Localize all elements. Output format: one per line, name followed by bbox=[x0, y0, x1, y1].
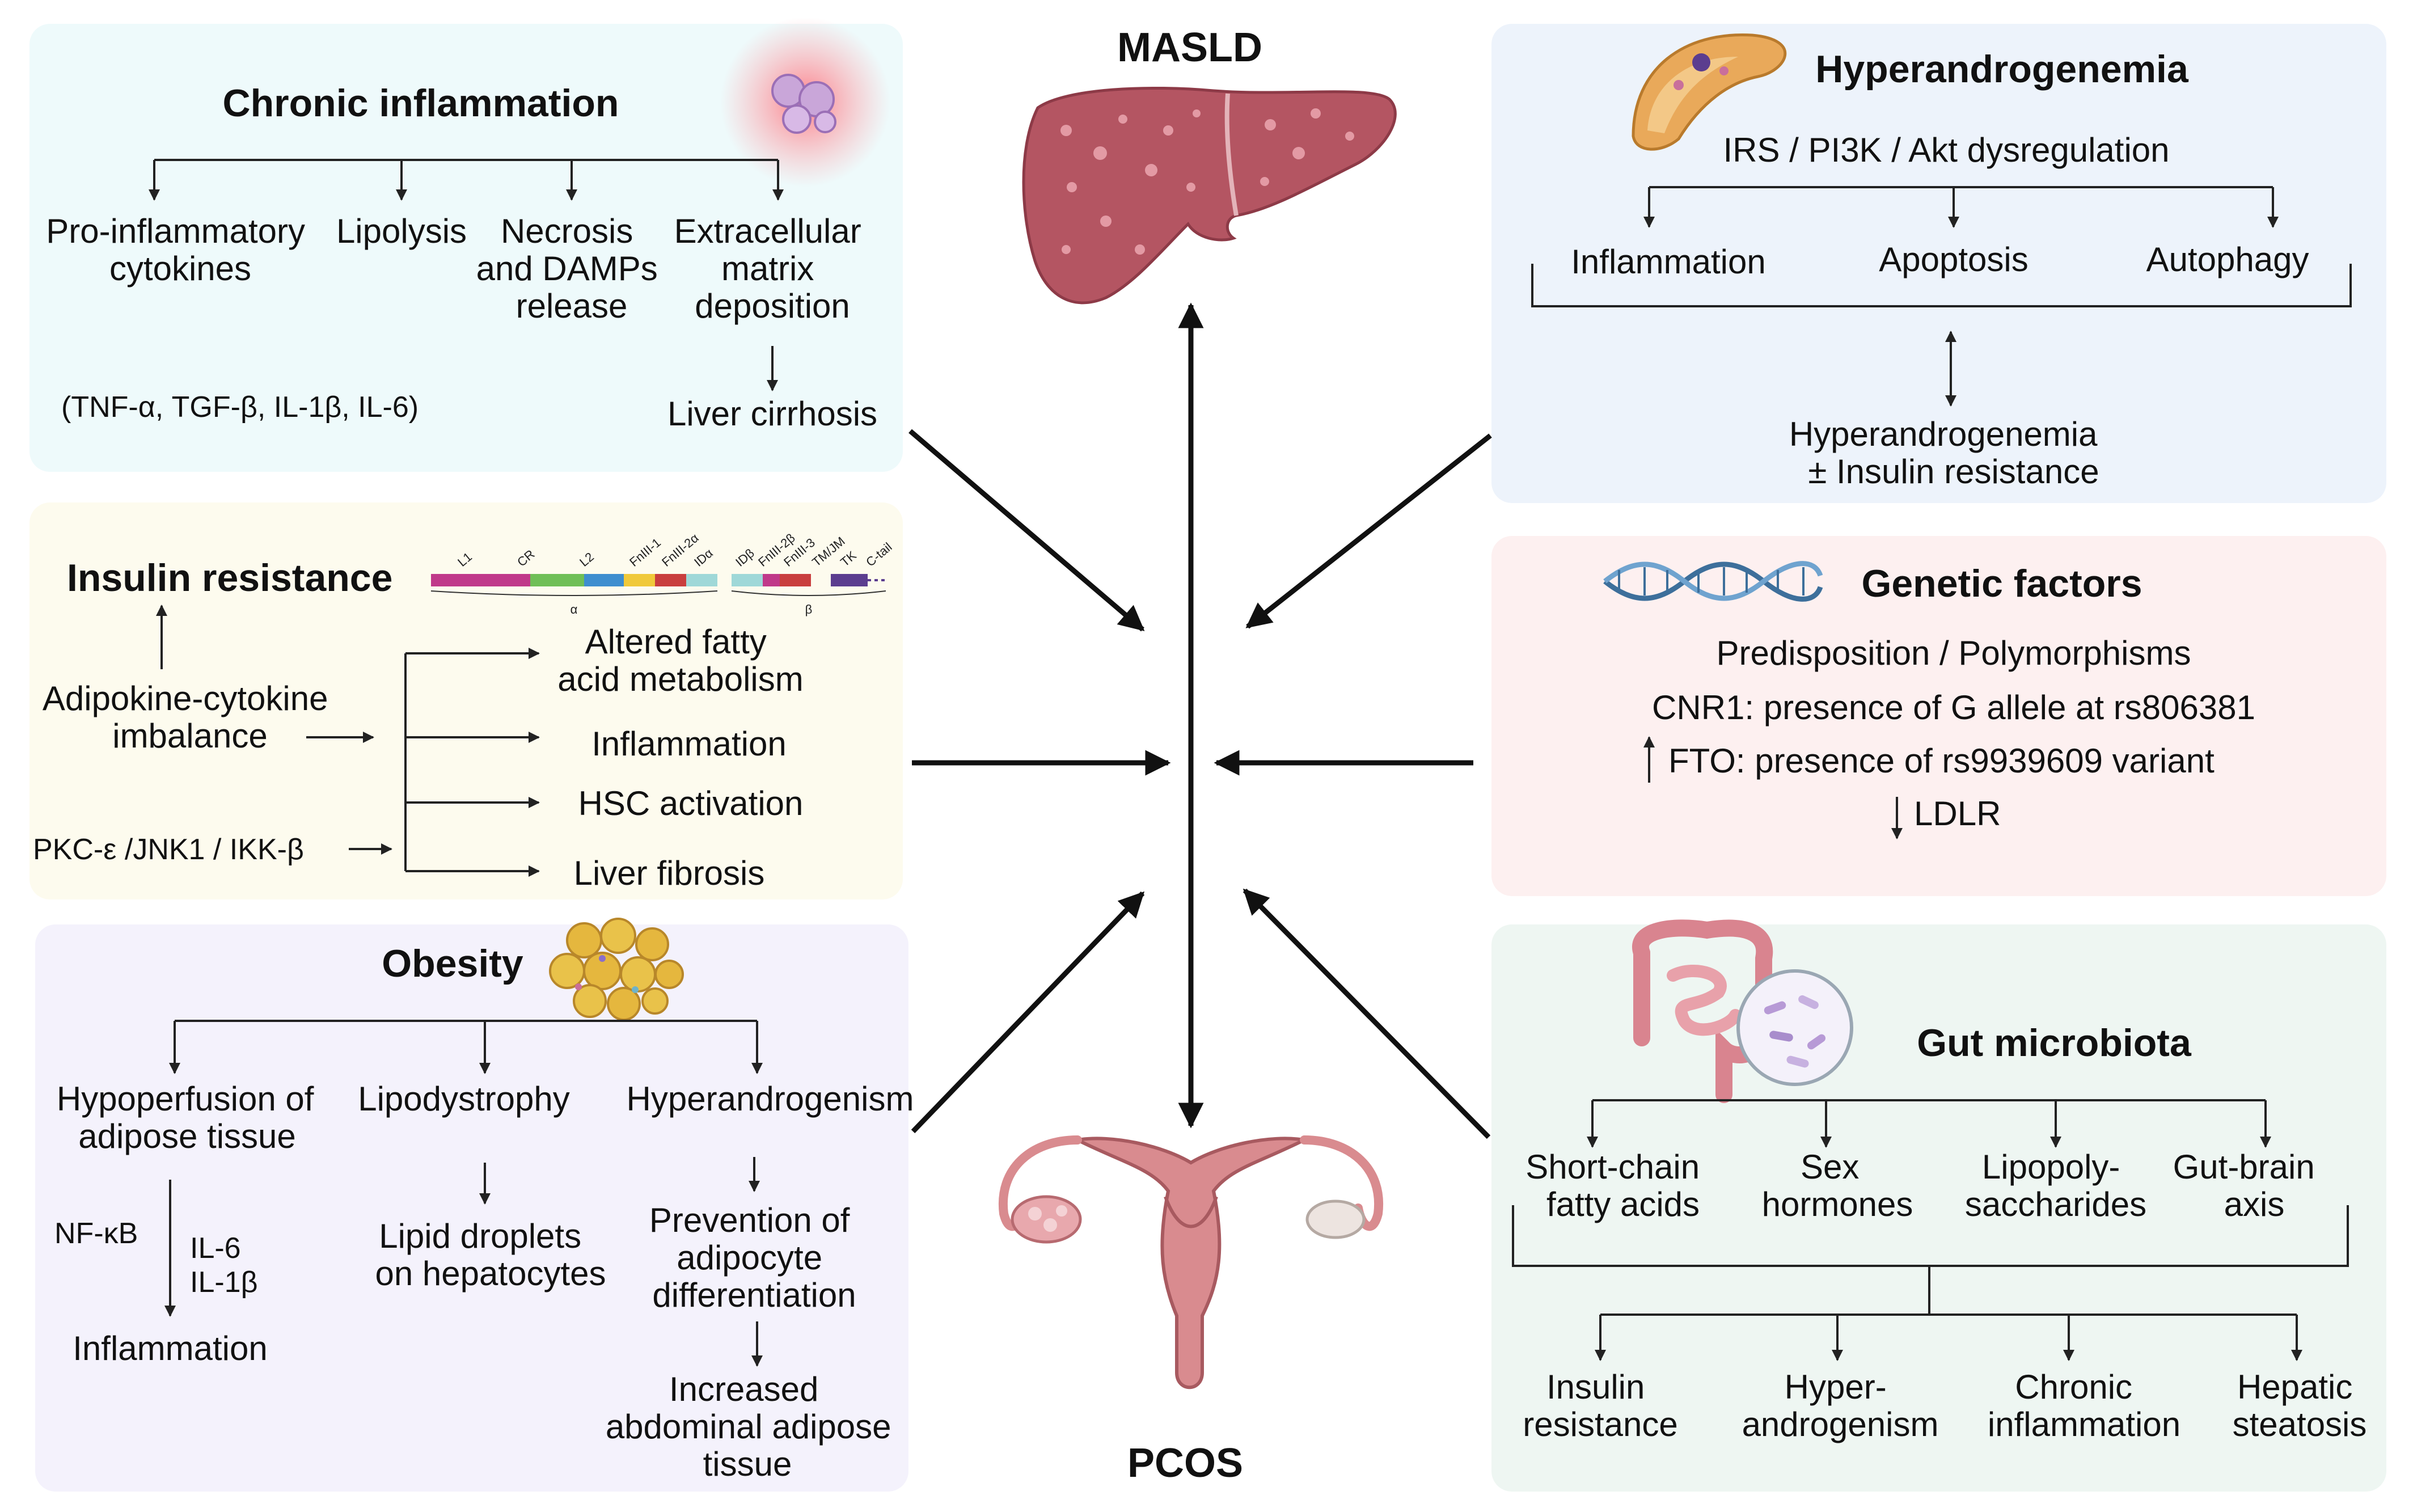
inflammation-item-ecm: Extracellular matrix deposition bbox=[674, 212, 871, 325]
obesity-item-hyperandrogenism: Hyperandrogenism bbox=[627, 1080, 914, 1118]
insulin-kinases: PKC-ε /JNK1 / IKK-β bbox=[33, 833, 304, 866]
inflammation-branch-lines bbox=[149, 159, 784, 391]
inflammation-item-cytokines: Pro-inflammatory cytokines bbox=[46, 212, 314, 288]
obesity-interleukins: IL-6 IL-1β bbox=[190, 1232, 258, 1299]
panel-insulin-resistance bbox=[29, 502, 903, 899]
panel-chronic-inflammation bbox=[29, 24, 903, 472]
center-arrows bbox=[908, 302, 1492, 1139]
inflammation-title: Chronic inflammation bbox=[223, 82, 619, 125]
hyperandrogenemia-lines bbox=[1531, 186, 2352, 407]
genetic-title: Genetic factors bbox=[1861, 562, 2142, 605]
insulin-effect-inflammation: Inflammation bbox=[591, 725, 786, 763]
genetic-line-fto: FTO: presence of rs9939609 variant bbox=[1668, 742, 2215, 780]
inflammation-cell-icon bbox=[720, 17, 890, 187]
inflammation-item-necrosis: Necrosis and DAMPs release bbox=[476, 212, 667, 325]
gut-outcome-insulin: Insulin resistance bbox=[1523, 1368, 1677, 1443]
insulin-imbalance: Adipokine-cytokine imbalance bbox=[43, 679, 337, 755]
hyperandrogenemia-item-inflammation: Inflammation bbox=[1571, 243, 1765, 281]
obesity-title: Obesity bbox=[382, 942, 523, 985]
gut-title: Gut microbiota bbox=[1917, 1021, 2192, 1065]
obesity-nfkb: NF-κB bbox=[54, 1217, 138, 1250]
insulin-title: Insulin resistance bbox=[67, 556, 392, 599]
gut-item-gut-brain: Gut-brain axis bbox=[2173, 1148, 2325, 1223]
gut-lines bbox=[1512, 1099, 2349, 1361]
adipocyte-cluster-icon bbox=[549, 918, 684, 1021]
hyperandrogenemia-item-apoptosis: Apoptosis bbox=[1879, 240, 2029, 278]
inflammation-cytokine-list: (TNF-α, TGF-β, IL-1β, IL-6) bbox=[61, 391, 419, 424]
panel-hyperandrogenemia bbox=[1491, 24, 2386, 503]
pcos-label: PCOS bbox=[1127, 1441, 1243, 1486]
obesity-item-hypoperfusion: Hypoperfusion of adipose tissue bbox=[57, 1080, 323, 1155]
hyperandrogenemia-outcome: Hyperandrogenemia ± Insulin resistance bbox=[1789, 415, 2107, 491]
obesity-increased-adipose: Increased abdominal adipose tissue bbox=[606, 1370, 901, 1483]
obesity-prevention: Prevention of adipocyte differentiation bbox=[649, 1201, 859, 1314]
gut-outcome-inflammation: Chronic inflammation bbox=[1988, 1368, 2180, 1443]
dna-helix-icon bbox=[1603, 561, 1823, 602]
bacteria-magnifier-icon bbox=[1736, 969, 1853, 1086]
inflammation-item-lipolysis: Lipolysis bbox=[336, 212, 467, 250]
insulin-effect-fatty-acid: Altered fatty acid metabolism bbox=[557, 623, 804, 698]
panel-obesity bbox=[35, 924, 908, 1492]
gut-outcome-steatosis: Hepatic steatosis bbox=[2233, 1368, 2367, 1443]
ovary-section-icon bbox=[1632, 33, 1787, 151]
insulin-arrows bbox=[156, 605, 540, 877]
obesity-inflammation: Inflammation bbox=[73, 1329, 267, 1367]
genetic-line-ldlr: LDLR bbox=[1914, 795, 2001, 833]
insulin-effect-fibrosis: Liver fibrosis bbox=[574, 854, 765, 892]
svg-text:α: α bbox=[571, 602, 578, 616]
gut-outcome-hyperandrogenism: Hyper- androgenism bbox=[1742, 1368, 1939, 1443]
obesity-lipid-droplets: Lipid droplets on hepatocytes bbox=[375, 1217, 606, 1293]
obesity-branch-lines bbox=[164, 1020, 763, 1367]
gut-item-scfa: Short-chain fatty acids bbox=[1525, 1148, 1709, 1223]
gut-item-sex-hormones: Sex hormones bbox=[1762, 1148, 1913, 1223]
panel-genetic-factors bbox=[1491, 536, 2386, 896]
svg-text:β: β bbox=[805, 602, 813, 616]
uterus-icon bbox=[998, 1135, 1384, 1389]
liver-icon bbox=[1022, 86, 1397, 305]
masld-label: MASLD bbox=[1117, 25, 1262, 70]
hyperandrogenemia-pathway: IRS / PI3K / Akt dysregulation bbox=[1723, 131, 2169, 169]
gut-item-lps: Lipopoly- saccharides bbox=[1965, 1148, 2146, 1223]
inflammation-outcome-cirrhosis: Liver cirrhosis bbox=[667, 395, 877, 433]
insulin-effect-hsc: HSC activation bbox=[578, 784, 804, 822]
genetic-line-cnr1: CNR1: presence of G allele at rs806381 bbox=[1652, 689, 2255, 727]
obesity-item-lipodystrophy: Lipodystrophy bbox=[358, 1080, 570, 1118]
genetic-line-predisposition: Predisposition / Polymorphisms bbox=[1717, 634, 2191, 672]
hyperandrogenemia-item-autophagy: Autophagy bbox=[2146, 240, 2309, 278]
hyperandrogenemia-title: Hyperandrogenemia bbox=[1815, 48, 2189, 91]
panel-gut-microbiota bbox=[1491, 924, 2386, 1492]
